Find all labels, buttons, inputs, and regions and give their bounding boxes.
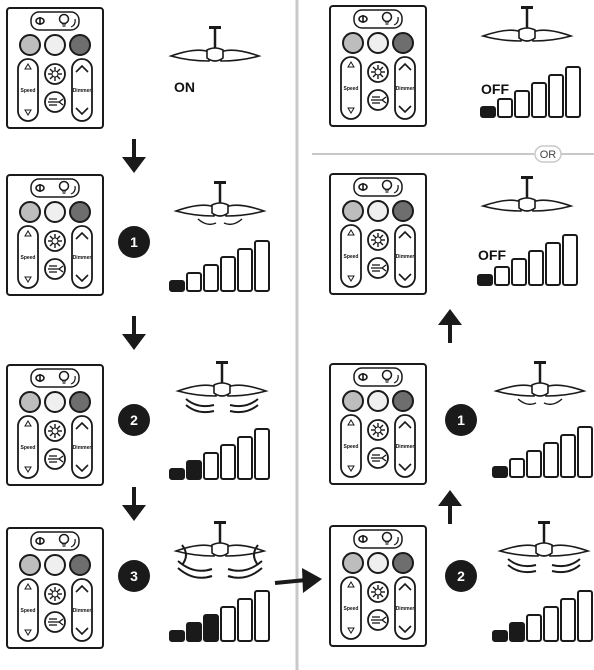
light-level-bar xyxy=(254,240,270,292)
light-level-bar xyxy=(548,74,564,118)
step-badge-3 xyxy=(118,560,150,592)
ceiling-fan-icon xyxy=(176,359,268,398)
light-level-bar xyxy=(543,606,559,642)
ceiling-fan-icon xyxy=(498,519,590,558)
airflow-low-icon xyxy=(197,218,243,226)
ceiling-fan-icon xyxy=(481,4,573,43)
light-level-bar xyxy=(186,622,202,642)
remote-control-left-2 xyxy=(6,174,104,296)
airflow-medium-icon xyxy=(507,558,581,574)
light-level-bar xyxy=(514,90,530,118)
light-level-bar xyxy=(477,274,493,286)
light-level-bar xyxy=(254,428,270,480)
light-level-bar xyxy=(509,622,525,642)
ceiling-fan-icon xyxy=(174,179,266,218)
light-level-bars xyxy=(169,428,270,480)
light-level-bar xyxy=(543,442,559,478)
step-number-1: 1 xyxy=(457,412,465,428)
ceiling-fan-icon xyxy=(169,24,261,63)
light-level-bar xyxy=(220,606,236,642)
airflow-low-icon xyxy=(517,398,563,406)
light-level-bar xyxy=(531,82,547,118)
remote-control-right-4 xyxy=(329,525,427,647)
light-level-bar xyxy=(494,266,510,286)
light-level-bars xyxy=(492,590,593,642)
light-level-bar xyxy=(545,242,561,286)
remote-control-right-3 xyxy=(329,363,427,485)
step-number-2: 2 xyxy=(457,568,465,584)
light-level-bar xyxy=(528,250,544,286)
step-number-1: 1 xyxy=(130,234,138,250)
light-level-bar xyxy=(203,614,219,642)
down-arrow-icon xyxy=(120,137,148,175)
light-level-bar xyxy=(577,426,593,478)
on-label: ON xyxy=(174,79,195,95)
remote-control-right-2 xyxy=(329,173,427,295)
light-level-bar xyxy=(220,444,236,480)
light-level-bar xyxy=(480,106,496,118)
light-level-bar xyxy=(526,614,542,642)
light-level-bars xyxy=(492,426,593,478)
remote-control-right-1 xyxy=(329,5,427,127)
light-level-bar xyxy=(169,630,185,642)
light-level-bars xyxy=(169,240,270,292)
light-level-bar xyxy=(237,248,253,292)
light-level-bar xyxy=(186,272,202,292)
light-level-bar xyxy=(169,468,185,480)
light-level-bar xyxy=(492,466,508,478)
right-arrow-icon xyxy=(274,568,322,593)
ceiling-fan-icon xyxy=(481,174,573,213)
step-badge-1 xyxy=(445,404,477,436)
or-label: OR xyxy=(540,149,557,161)
step-number-3: 3 xyxy=(130,568,138,584)
up-arrow-icon xyxy=(436,488,464,526)
light-level-bar xyxy=(565,66,581,118)
light-level-bar xyxy=(186,460,202,480)
step-number-2: 2 xyxy=(130,412,138,428)
ceiling-fan-icon xyxy=(174,519,266,558)
light-level-bar xyxy=(169,280,185,292)
down-arrow-icon xyxy=(120,485,148,523)
ceiling-fan-icon xyxy=(494,359,586,398)
light-level-bar xyxy=(220,256,236,292)
light-level-bar xyxy=(577,590,593,642)
light-level-bar xyxy=(237,598,253,642)
light-level-bar xyxy=(526,450,542,478)
light-level-bar xyxy=(203,264,219,292)
light-level-bar xyxy=(203,452,219,480)
step-badge-2 xyxy=(118,404,150,436)
remote-control-left-1 xyxy=(6,7,104,129)
step-badge-2 xyxy=(445,560,477,592)
light-level-bar xyxy=(560,434,576,478)
light-level-bars xyxy=(169,590,270,642)
light-level-bar xyxy=(562,234,578,286)
up-arrow-icon xyxy=(436,307,464,345)
light-level-bar xyxy=(497,98,513,118)
light-level-bar xyxy=(560,598,576,642)
remote-control-left-4 xyxy=(6,527,104,649)
down-arrow-icon xyxy=(120,314,148,352)
light-level-bar xyxy=(511,258,527,286)
light-level-bar xyxy=(254,590,270,642)
light-level-bars xyxy=(477,234,578,286)
airflow-medium-icon xyxy=(185,398,259,414)
light-level-bar xyxy=(509,458,525,478)
off-label: OFF xyxy=(481,81,509,97)
step-badge-1 xyxy=(118,226,150,258)
light-level-bar xyxy=(492,630,508,642)
light-level-bar xyxy=(237,436,253,480)
off-label: OFF xyxy=(478,247,506,263)
remote-control-left-3 xyxy=(6,364,104,486)
light-level-bars xyxy=(480,66,581,118)
